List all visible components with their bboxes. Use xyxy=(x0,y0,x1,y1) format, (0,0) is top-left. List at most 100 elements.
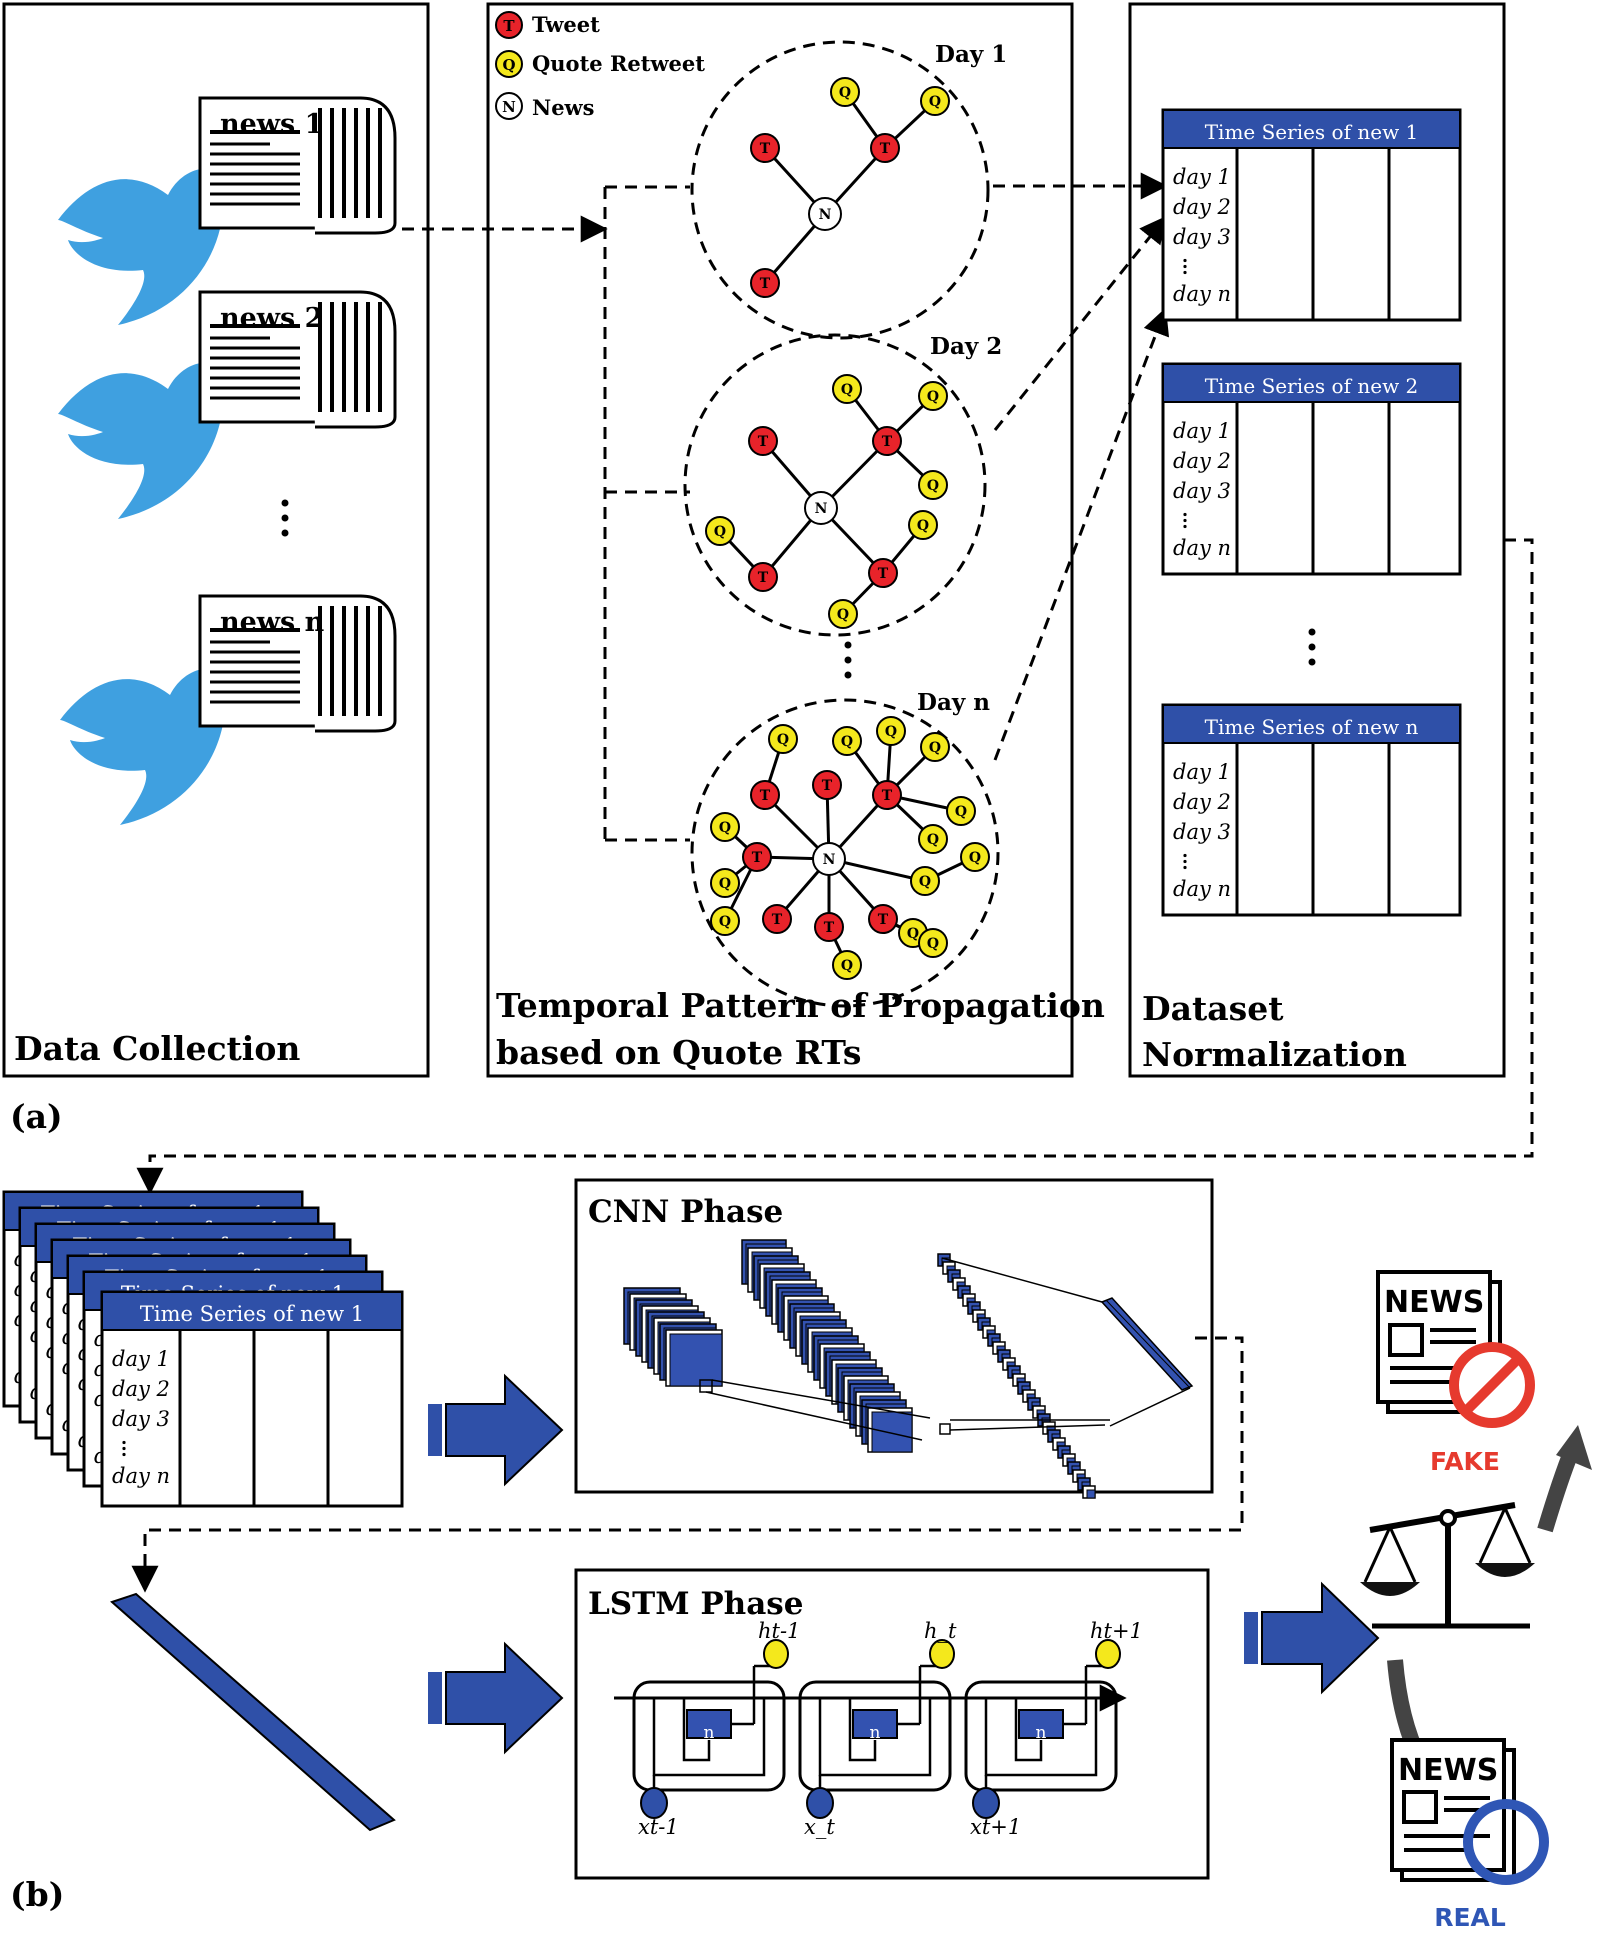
quote-node: Q xyxy=(918,928,948,958)
day-row-label: day n xyxy=(1173,282,1231,306)
quote-node: Q xyxy=(710,868,740,898)
day-row-label: day 3 xyxy=(1173,820,1231,844)
lstm-phase-box xyxy=(574,1568,1210,1880)
node-letter: T xyxy=(758,434,769,450)
node-letter: Q xyxy=(907,926,919,942)
node-letter: Q xyxy=(714,524,726,540)
node-letter: T xyxy=(760,141,771,157)
day-boundary xyxy=(690,698,1000,1008)
quote-node: Q xyxy=(920,86,950,116)
legend-tweet-label: Tweet xyxy=(532,12,600,37)
news-node: N xyxy=(804,491,838,525)
quote-node: Q xyxy=(832,950,862,980)
node-letter: Q xyxy=(927,936,939,952)
quote-node: Q xyxy=(876,716,906,746)
svg-text:N: N xyxy=(502,98,516,116)
quote-node: Q xyxy=(830,77,860,107)
curved-arrow-icon xyxy=(1537,1447,1580,1533)
panel-a-label: (a) xyxy=(10,1097,63,1136)
hidden-state-label: ht-1 xyxy=(758,1619,800,1643)
node-letter: Q xyxy=(917,518,929,534)
day-bracket xyxy=(603,185,690,842)
news-item-1: news 1 xyxy=(58,96,397,325)
node-letter: T xyxy=(882,434,893,450)
normalization-title-line2: Normalization xyxy=(1142,1035,1407,1074)
data-collection-box xyxy=(2,2,430,1078)
day-boundary xyxy=(683,333,987,637)
hidden-state-node xyxy=(763,1639,789,1669)
quote-node: Q xyxy=(918,824,948,854)
news-label: news 2 xyxy=(220,303,323,334)
day-row-label: day 1 xyxy=(1173,165,1231,189)
ellipsis-dots xyxy=(281,499,289,537)
input-label: xt-1 xyxy=(638,1815,679,1839)
day-1-label: Day 1 xyxy=(935,41,1007,68)
flow-arrow xyxy=(131,1336,1244,1593)
normalization-title-line1: Dataset xyxy=(1142,989,1284,1028)
table-header xyxy=(101,1291,403,1331)
node-letter: Q xyxy=(719,876,731,892)
propagation-title-line2: based on Quote RTs xyxy=(496,1033,862,1072)
lstm-cell: nht+1xt+1 xyxy=(964,1619,1143,1839)
news-item-2: news 2 xyxy=(58,290,397,519)
fake-label: FAKE xyxy=(1430,1447,1500,1476)
day-row-label: day 2 xyxy=(1173,449,1231,473)
propagation-box xyxy=(486,2,1074,1078)
news-node: N xyxy=(808,197,842,231)
news-icon-text: NEWS xyxy=(1384,1285,1484,1320)
quote-legend-icon xyxy=(495,50,523,78)
lstm-cell: nh_tx_t xyxy=(798,1619,957,1839)
quote-node: Q xyxy=(705,516,735,546)
node-letter: T xyxy=(824,920,835,936)
tweet-node: T xyxy=(814,912,844,942)
day-row-label: day 2 xyxy=(112,1377,170,1401)
day-row-label: day n xyxy=(1173,877,1231,901)
hidden-state-node xyxy=(929,1639,955,1669)
news-node: N xyxy=(812,842,846,876)
news-icon-text: NEWS xyxy=(1398,1753,1498,1788)
day-row-label: day 2 xyxy=(1173,195,1231,219)
svg-text:T: T xyxy=(503,17,515,35)
day-row-label: day 2 xyxy=(1173,790,1231,814)
input-node xyxy=(640,1787,668,1819)
lstm-gate-label: n xyxy=(704,1723,715,1743)
node-letter: T xyxy=(882,788,893,804)
tweet-node: T xyxy=(748,562,778,592)
news-label: news 1 xyxy=(220,109,323,140)
table-title: Time Series of new 1 xyxy=(140,1302,364,1326)
data-collection-title: Data Collection xyxy=(14,1029,300,1068)
tweet-node: T xyxy=(748,426,778,456)
quote-node: Q xyxy=(828,599,858,629)
conv-layer-1 xyxy=(623,1287,723,1387)
big-arrow xyxy=(428,1641,564,1755)
node-letter: Q xyxy=(777,732,789,748)
lstm-gate-label: n xyxy=(1036,1723,1047,1743)
node-letter: Q xyxy=(929,94,941,110)
hidden-state-label: ht+1 xyxy=(1090,1619,1143,1643)
node-letter: N xyxy=(819,207,832,223)
node-letter: Q xyxy=(927,832,939,848)
table-title: Time Series of new 2 xyxy=(1205,374,1419,398)
day-row-label: day 3 xyxy=(1173,479,1231,503)
node-letter: Q xyxy=(841,382,853,398)
quote-node: Q xyxy=(832,726,862,756)
quote-node: Q xyxy=(918,470,948,500)
scale-icon xyxy=(1360,1502,1535,1629)
tweet-node: T xyxy=(750,780,780,810)
flow-arrow xyxy=(993,215,1167,431)
news-legend-icon xyxy=(495,92,523,120)
node-letter: Q xyxy=(837,607,849,623)
day-row-label: day n xyxy=(1173,536,1231,560)
quote-node: Q xyxy=(710,812,740,842)
node-letter: Q xyxy=(719,820,731,836)
node-letter: T xyxy=(760,276,771,292)
day-row-label: day 1 xyxy=(112,1347,170,1371)
table-title: Time Series of new n xyxy=(1205,715,1419,739)
